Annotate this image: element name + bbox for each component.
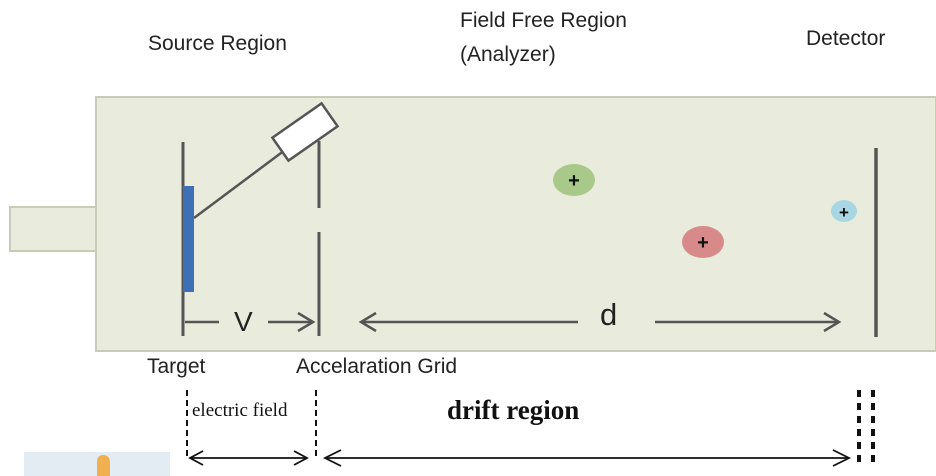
v-label: V: [234, 306, 253, 337]
ion-green: +: [553, 164, 595, 196]
d-label: d: [600, 297, 618, 332]
d-arrow-head-left: [358, 311, 377, 333]
ion-blue: +: [831, 200, 857, 222]
target-label: Target: [147, 355, 206, 378]
ion-green-sign: +: [568, 170, 580, 192]
d-arrow-head-right: [823, 311, 842, 333]
electric-field-arrow-head-right: [293, 450, 309, 466]
analyzer-label: (Analyzer): [460, 43, 556, 66]
laser-beam: [193, 148, 286, 220]
target-plate: [183, 186, 194, 292]
source-region-label: Source Region: [148, 32, 287, 55]
vacuum-chamber: [95, 96, 936, 352]
ion-blue-sign: +: [839, 203, 849, 222]
thumbnail-figure: [97, 455, 110, 476]
acceleration-grid-label: Accelaration Grid: [296, 355, 458, 378]
v-arrow-head: [297, 311, 316, 333]
drift-region-arrow-head-left: [322, 449, 342, 467]
ion-red-sign: +: [697, 232, 709, 254]
field-free-region-label: Field Free Region: [460, 9, 627, 32]
electric-field-label: electric field: [192, 400, 288, 421]
ion-red: +: [682, 226, 724, 258]
drift-region-arrow-head-right: [832, 449, 852, 467]
laser-source: [270, 101, 340, 163]
electric-field-arrow-head-left: [188, 450, 204, 466]
detector-label: Detector: [806, 27, 886, 50]
drift-region-label: drift region: [447, 395, 580, 425]
